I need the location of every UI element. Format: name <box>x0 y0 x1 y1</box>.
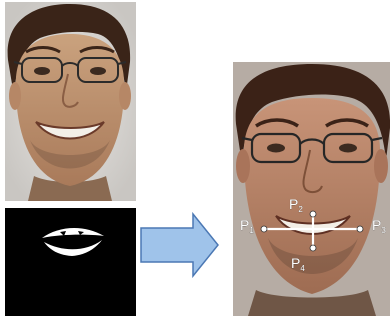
mouth-keypoint-annotations: P1 P2 P3 P4 <box>240 196 387 273</box>
keypoint-p3-marker <box>356 225 364 233</box>
keypoint-label-p3: P3 <box>372 217 386 235</box>
keypoint-p1-marker <box>260 225 268 233</box>
keypoint-p2-marker <box>309 210 317 218</box>
keypoint-label-p1: P1 <box>240 217 254 235</box>
keypoint-p4-marker <box>309 244 317 252</box>
keypoint-label-p2: P2 <box>289 196 303 214</box>
transform-arrow <box>140 211 219 279</box>
input-mouth-mask <box>5 208 136 316</box>
keypoint-label-p4: P4 <box>291 255 305 273</box>
output-face-photo <box>233 62 390 316</box>
input-face-photo <box>5 2 136 201</box>
